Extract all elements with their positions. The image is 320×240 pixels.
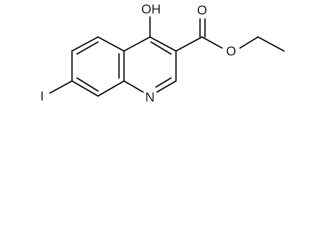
ring-nitrogen-label: N — [145, 90, 154, 105]
bond — [97, 36, 125, 52]
ester-oxygen-label: O — [226, 44, 236, 59]
bond — [123, 36, 151, 52]
bond — [239, 36, 259, 49]
bond — [149, 36, 177, 52]
bond — [123, 80, 144, 93]
atom-labels: OH O O N I — [37, 2, 237, 105]
bond — [156, 80, 177, 93]
benzo-ring — [71, 36, 125, 97]
bond — [257, 36, 285, 52]
bond — [150, 41, 172, 55]
chemical-structure-drawing: OH O O N I — [37, 1, 285, 105]
bond — [175, 36, 203, 52]
bond — [155, 77, 172, 88]
pyridine-ring — [123, 36, 177, 93]
bond — [71, 80, 99, 97]
iodine-label: I — [40, 89, 44, 104]
bond — [76, 77, 99, 92]
bond — [76, 41, 99, 55]
substituent-bonds — [49, 16, 285, 94]
carbonyl-oxygen-label: O — [197, 3, 207, 18]
bond — [201, 36, 223, 49]
bond — [49, 80, 73, 94]
bond — [71, 36, 99, 52]
hydroxyl-label: OH — [141, 2, 161, 17]
bond — [97, 80, 125, 97]
